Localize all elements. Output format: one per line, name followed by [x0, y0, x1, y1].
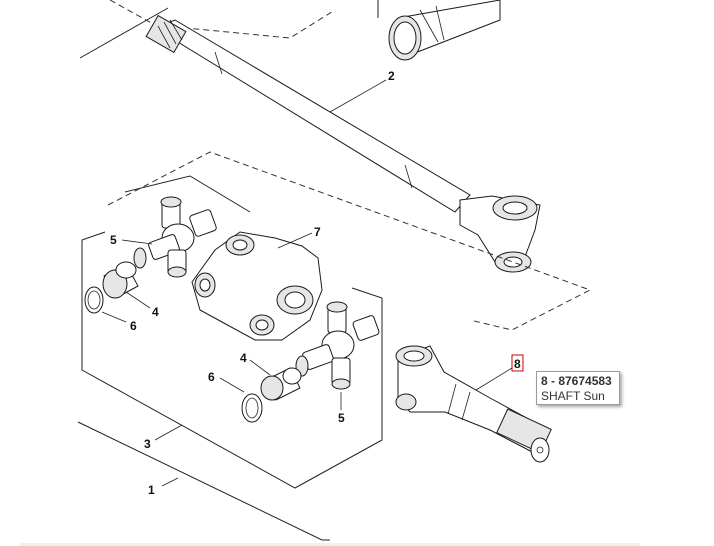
callout-2[interactable]: 2 — [388, 69, 395, 83]
bearing-cap-part-4-lower[interactable] — [260, 367, 302, 401]
group-bracket-1 — [77, 421, 330, 541]
callout-8[interactable]: 8 — [514, 357, 521, 371]
callout-4-upper[interactable]: 4 — [152, 305, 159, 319]
snap-ring-part-6-upper[interactable] — [84, 286, 104, 314]
callout-6-upper[interactable]: 6 — [130, 319, 137, 333]
bottom-strip — [20, 543, 640, 546]
callout-5-upper[interactable]: 5 — [110, 233, 117, 247]
callout-4-lower[interactable]: 4 — [240, 351, 247, 365]
u-joint-cross-part-5-lower[interactable] — [295, 301, 380, 390]
callout-6-lower[interactable]: 6 — [208, 370, 215, 384]
callout-8-highlight-box[interactable] — [511, 354, 524, 372]
callout-3[interactable]: 3 — [144, 437, 151, 451]
leader-lines — [101, 79, 513, 487]
part-tooltip: 8 - 87674583 SHAFT Sun — [536, 371, 620, 405]
callout-1[interactable]: 1 — [148, 483, 155, 497]
center-yoke-part-7[interactable] — [191, 231, 323, 341]
group-bracket-3 — [81, 175, 383, 489]
axle-shaft-part-2[interactable] — [145, 14, 541, 273]
bearing-cap-part-4-upper[interactable] — [102, 261, 139, 299]
callout-5-lower[interactable]: 5 — [338, 411, 345, 425]
snap-ring-part-6-lower[interactable] — [241, 393, 263, 423]
tooltip-part-number: 8 - 87674583 — [541, 374, 612, 388]
dashed-group-outline — [107, 151, 592, 331]
callout-labels: 2 1 3 5 4 6 7 4 6 5 8 — [110, 69, 524, 497]
callout-7[interactable]: 7 — [314, 225, 321, 239]
tooltip-part-description: SHAFT Sun — [541, 389, 605, 403]
outer-frame-top — [79, 0, 379, 59]
u-joint-cross-part-5-upper[interactable] — [133, 196, 217, 278]
stub-shaft-part-8[interactable] — [395, 345, 552, 463]
upper-housing-part[interactable] — [388, 0, 501, 61]
